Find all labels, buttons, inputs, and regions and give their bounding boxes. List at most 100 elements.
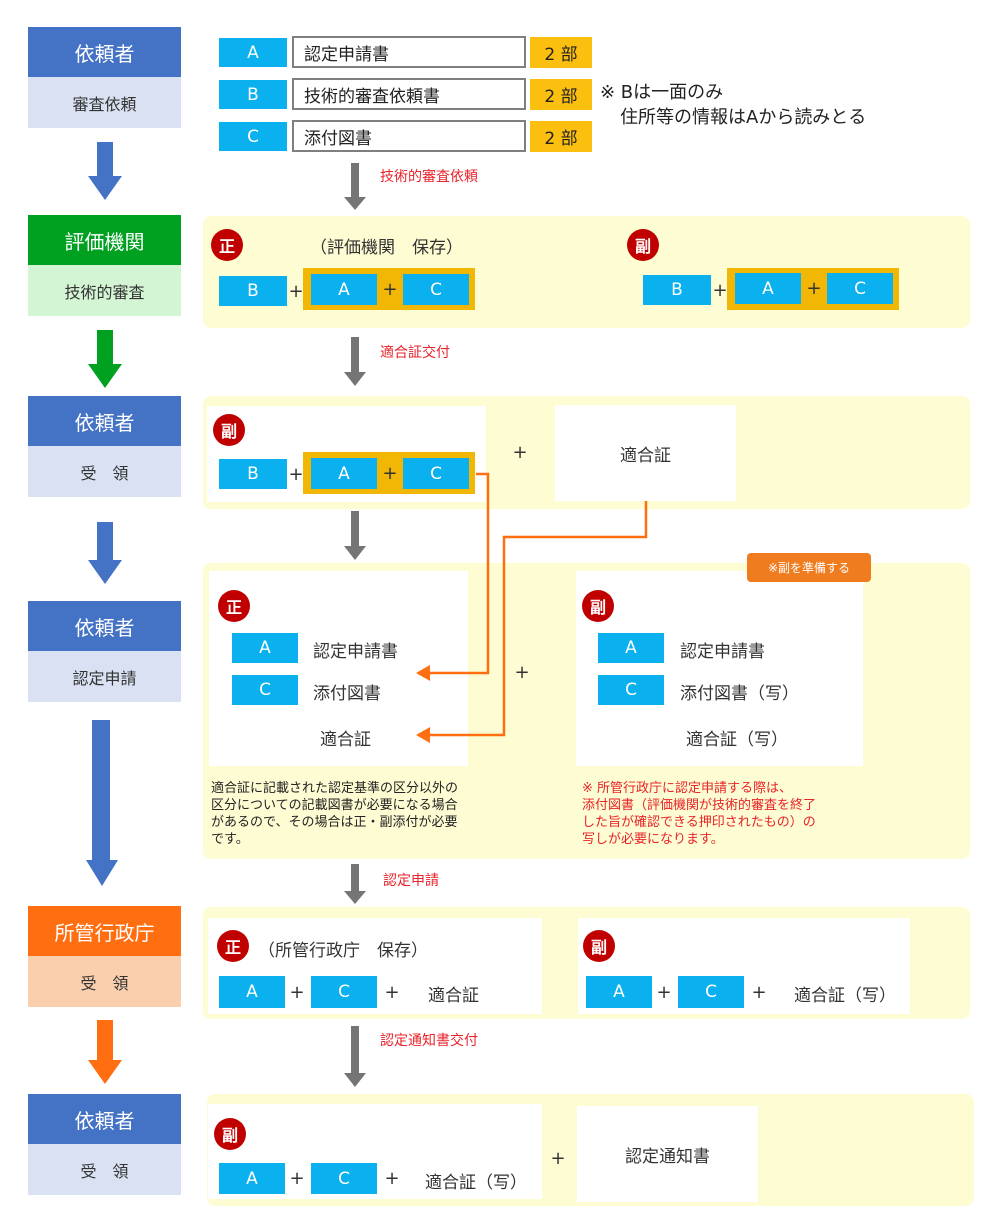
tag-a: A [232,633,298,663]
note-line: ※ 所管行政庁に認定申請する際は、 [582,781,793,796]
fuku-badge: 副 [582,590,614,622]
plus-sign: + [512,441,528,463]
sei-certificate: 適合証 [428,986,479,1006]
plus-sign: + [288,463,304,485]
down-arrow-icon [88,330,122,388]
down-arrow-icon [344,511,366,560]
sei-item-c-name: 添付図書 [313,684,381,704]
down-arrow-icon [344,163,366,210]
tag-b: B [219,459,287,489]
doc-name-b: 技術的審査依頼書 [292,78,526,110]
doc-tag-a: A [219,38,287,67]
plus-sign: + [514,661,530,683]
note-line: があるので、その場合は正・副添付が必要 [211,815,458,830]
step2-sei-note: （評価機関 保存） [310,238,463,258]
down-arrow-icon [86,720,118,886]
tag-a: A [598,633,664,663]
fuku-badge: 副 [627,229,659,261]
fuku-item-a-name: 認定申請書 [680,642,765,662]
sei-certificate: 適合証 [320,730,371,750]
stage-4-title: 依頼者 [28,601,181,651]
plus-sign: + [384,981,400,1003]
tag-b: B [219,276,287,306]
arrow-label-notice-issue: 認定通知書交付 [380,1033,478,1049]
fuku-badge: 副 [214,1118,246,1150]
note-line: 写しが必要になります。 [582,832,724,847]
step4-note-left: 適合証に記載された認定基準の区分以外の 区分についての記載図書が必要になる場合 … [211,780,511,848]
tag-c: C [403,274,469,305]
plus-sign: + [382,463,398,484]
plus-sign: + [289,981,305,1003]
step4-note-right: ※ 所管行政庁に認定申請する際は、 添付図書（評価機関が技術的審査を終了 した旨… [582,780,882,848]
tag-a: A [219,1163,285,1194]
tag-a: A [311,458,377,489]
fuku-item-c-name: 添付図書（写） [680,684,799,704]
stage-6-subtitle: 受 領 [28,1144,181,1195]
tag-a: A [735,273,801,304]
fuku-badge: 副 [213,414,245,446]
stage-6-title: 依頼者 [28,1094,181,1144]
stage-2-title: 評価機関 [28,215,181,265]
plus-sign: + [751,981,767,1003]
doc-tag-b: B [219,80,287,109]
stage-3-subtitle: 受 領 [28,446,181,497]
doc-name-a: 認定申請書 [292,36,526,68]
arrow-label-certificate-issue: 適合証交付 [380,345,450,361]
plus-sign: + [712,279,728,301]
plus-sign: + [656,981,672,1003]
fuku-certificate: 適合証（写） [686,730,788,750]
plus-sign: + [550,1147,566,1169]
fuku-certificate: 適合証（写） [425,1173,527,1193]
tag-c: C [311,1163,377,1194]
note-line: です。 [211,832,249,847]
stage-3-title: 依頼者 [28,396,181,446]
tag-a: A [219,976,285,1008]
stage-1-subtitle: 審査依頼 [28,77,181,128]
stage-1-title: 依頼者 [28,27,181,77]
fuku-badge: 副 [583,930,615,962]
plus-sign: + [288,280,304,302]
tag-c: C [678,976,744,1008]
stage-2-subtitle: 技術的審査 [28,265,181,316]
down-arrow-icon [344,864,366,904]
step1-note-line2: 住所等の情報はAから読みとる [620,107,867,128]
doc-tag-c: C [219,122,287,151]
note-line: 適合証に記載された認定基準の区分以外の [211,781,459,796]
note-line: した旨が確認できる押印されたもの）の [582,815,816,830]
certificate-card: 適合証 [555,405,736,501]
sei-badge: 正 [217,930,249,962]
tag-c: C [403,458,469,489]
doc-qty-c: 2 部 [530,121,592,152]
sei-badge: 正 [218,590,250,622]
fuku-certificate: 適合証（写） [794,986,896,1006]
step5-sei-note: （所管行政庁 保存） [258,941,428,961]
down-arrow-icon [344,337,366,386]
note-line: 添付図書（評価機関が技術的審査を終了 [582,798,817,813]
doc-qty-a: 2 部 [530,37,592,68]
step1-note-line1: ※ Bは一面のみ [600,82,724,103]
arrow-label-application: 認定申請 [383,873,439,889]
plus-sign: + [806,278,822,299]
tag-c: C [827,273,893,304]
stage-5-title: 所管行政庁 [28,906,181,956]
plus-sign: + [382,279,398,300]
tag-b: B [643,275,711,305]
doc-qty-b: 2 部 [530,79,592,110]
down-arrow-icon [344,1026,366,1087]
doc-name-c: 添付図書 [292,120,526,152]
sei-badge: 正 [211,229,243,261]
notice-card: 認定通知書 [577,1106,758,1202]
stage-4-subtitle: 認定申請 [28,651,181,702]
tag-c: C [232,675,298,705]
down-arrow-icon [88,1020,122,1084]
tag-a: A [311,274,377,305]
arrow-label-review-request: 技術的審査依頼 [380,169,478,185]
plus-sign: + [384,1168,400,1189]
note-line: 区分についての記載図書が必要になる場合 [211,798,458,813]
tag-c: C [311,976,377,1008]
down-arrow-icon [88,142,122,200]
down-arrow-icon [88,522,122,584]
tag-c: C [598,675,664,705]
tag-a: A [586,976,652,1008]
